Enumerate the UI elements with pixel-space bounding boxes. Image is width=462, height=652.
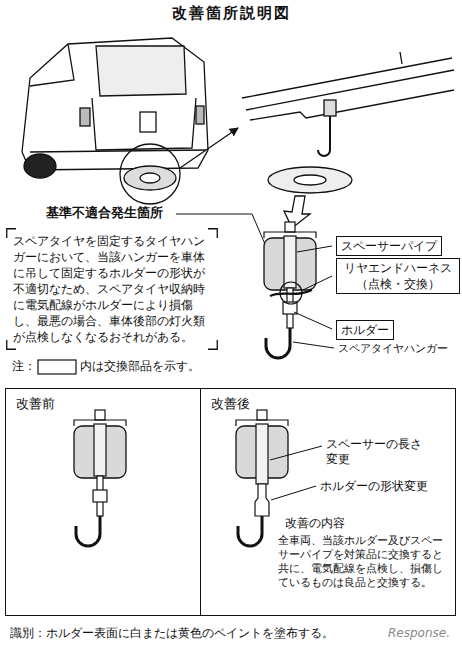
side-window <box>30 44 74 86</box>
leader-lines-part <box>303 276 332 290</box>
bumper-edge <box>242 58 452 98</box>
spare-tire-hub <box>140 173 160 183</box>
tail-lamp <box>80 108 90 126</box>
note-box <box>38 360 76 374</box>
node-text: スペアタイヤを固定するタイヤハンガーにおいて、当該ハンガーを車体に吊して固定する… <box>13 233 211 345</box>
license-plate <box>140 112 156 132</box>
focus-circle <box>120 144 180 204</box>
inset-illustration <box>242 52 454 228</box>
title-text: 改善箇所説明図 <box>0 4 462 23</box>
holder-after <box>236 410 288 546</box>
hook-small <box>318 116 330 156</box>
bumper <box>30 150 206 152</box>
heading-text: 基準不適合発生箇所 <box>46 204 163 222</box>
part-label-box: ホルダー <box>336 320 394 340</box>
leader-lines <box>270 446 322 500</box>
tailgate <box>92 98 196 150</box>
floor-edge <box>250 90 454 120</box>
holder-detail <box>264 222 316 358</box>
leader-lines-part <box>271 486 316 500</box>
rear-end-harness <box>270 282 312 304</box>
watermark: Response. <box>388 626 450 641</box>
node-text: スペーサーパイプ <box>341 238 437 254</box>
identification-note: 識別：ホルダー表面に白または黄色のペイントを塗布する。 <box>10 626 334 641</box>
leader-lines-part <box>294 312 332 329</box>
bracket-corner <box>208 229 217 238</box>
leader-lines-part <box>293 342 334 348</box>
heading-text: 改善前 <box>16 395 55 413</box>
pointer-arrow <box>180 128 238 168</box>
part-label-box: スペーサーパイプ <box>336 236 442 256</box>
bumper-edge <box>246 70 454 110</box>
section-heading: 改善の内容 <box>285 516 345 531</box>
description-box: 基準不適合発生箇所スペアタイヤを固定するタイヤハンガーにおいて、当該ハンガーを車… <box>6 228 218 350</box>
spare-tire <box>268 167 352 193</box>
wheel <box>24 154 56 178</box>
part-label-box: リヤエンドハーネス （点検・交換） <box>336 258 460 294</box>
leader-lines-part <box>270 446 322 460</box>
note-label: 注： <box>12 359 36 374</box>
change-label: スペーサーの長さ変更 <box>326 437 426 467</box>
note-text: 内は交換部品を示す。 <box>80 359 200 374</box>
spare-tire <box>124 166 176 190</box>
heading-text: 改善後 <box>211 395 250 413</box>
car-illustration <box>22 38 238 204</box>
leader-lines <box>293 246 334 348</box>
part-label: スペアタイヤハンガー <box>338 341 448 356</box>
bracket-corner <box>208 340 217 349</box>
body-text: 全車両、当該ホルダー及びスペーサーパイプを対策品に交換すると共に、電気配線を点検… <box>278 534 450 590</box>
rear-end-harness-part <box>270 290 312 296</box>
holder-small <box>324 100 336 116</box>
body-line <box>400 52 402 64</box>
node-text: リヤエンドハーネス （点検・交換） <box>341 260 455 292</box>
tail-lamp <box>196 106 204 124</box>
change-label: ホルダーの形状変更 <box>320 479 428 494</box>
node-text: ホルダー <box>341 322 389 338</box>
holder-before <box>74 410 126 546</box>
leader-lines-part <box>297 246 332 252</box>
before-panel: 改善前 <box>5 388 201 616</box>
spare-tire-hub <box>294 175 326 185</box>
rear-end-harness-part <box>280 282 302 304</box>
rear-window <box>96 46 186 96</box>
car-body <box>22 38 208 170</box>
